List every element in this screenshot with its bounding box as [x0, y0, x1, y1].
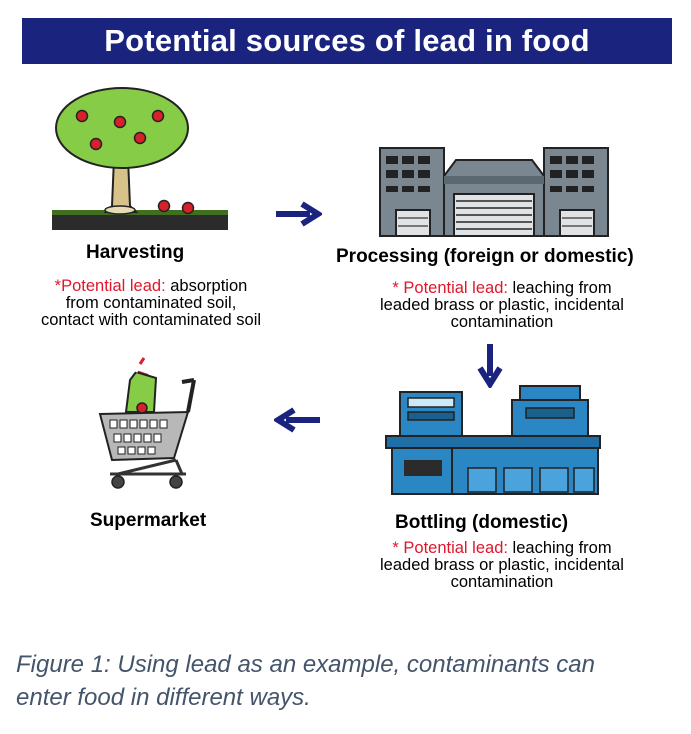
- supermarket-title: Supermarket: [90, 510, 207, 531]
- bottling-desc-line3: contamination: [450, 573, 554, 591]
- apple-tree-icon: [52, 87, 228, 230]
- processing-title: Processing (foreign or domestic): [336, 246, 634, 267]
- harvesting-desc-line3: contact with contaminated soil: [40, 311, 262, 329]
- factory-icon: [379, 147, 609, 237]
- harvesting-lead-prefix: *: [54, 277, 62, 295]
- figure-caption: Figure 1: Using lead as an example, cont…: [16, 648, 676, 714]
- title-banner: Potential sources of lead in food: [22, 18, 672, 64]
- processing-desc-line2: leaded brass or plastic, incidental: [380, 296, 624, 314]
- arrow-down-icon: [477, 344, 503, 388]
- bottling-plant-icon: [385, 385, 601, 495]
- processing-description: * Potential lead: leaching from leaded b…: [336, 280, 668, 331]
- arrow-right-icon: [276, 201, 322, 227]
- processing-desc-line1: leaching from: [507, 279, 612, 297]
- page-title: Potential sources of lead in food: [104, 23, 590, 58]
- processing-lead-prefix: *: [392, 279, 404, 297]
- harvesting-lead-label: Potential lead:: [61, 277, 166, 295]
- processing-desc-line3: contamination: [450, 313, 554, 331]
- bottling-description: * Potential lead: leaching from leaded b…: [336, 540, 668, 591]
- bottling-lead-label: Potential lead:: [403, 539, 508, 557]
- bottling-lead-prefix: *: [392, 539, 404, 557]
- shopping-cart-icon: [98, 357, 196, 489]
- bottling-desc-line2: leaded brass or plastic, incidental: [380, 556, 624, 574]
- processing-lead-label: Potential lead:: [403, 279, 508, 297]
- harvesting-desc-line1: absorption: [165, 277, 248, 295]
- harvesting-description: *Potential lead: absorption from contami…: [24, 278, 278, 329]
- bottling-title: Bottling (domestic): [395, 512, 569, 533]
- caption-line2: enter food in different ways.: [16, 684, 311, 711]
- harvesting-desc-line2: from contaminated soil,: [65, 294, 237, 312]
- harvesting-title: Harvesting: [86, 242, 185, 263]
- bottling-desc-line1: leaching from: [507, 539, 612, 557]
- arrow-left-icon: [274, 407, 320, 433]
- caption-line1: Figure 1: Using lead as an example, cont…: [16, 651, 595, 678]
